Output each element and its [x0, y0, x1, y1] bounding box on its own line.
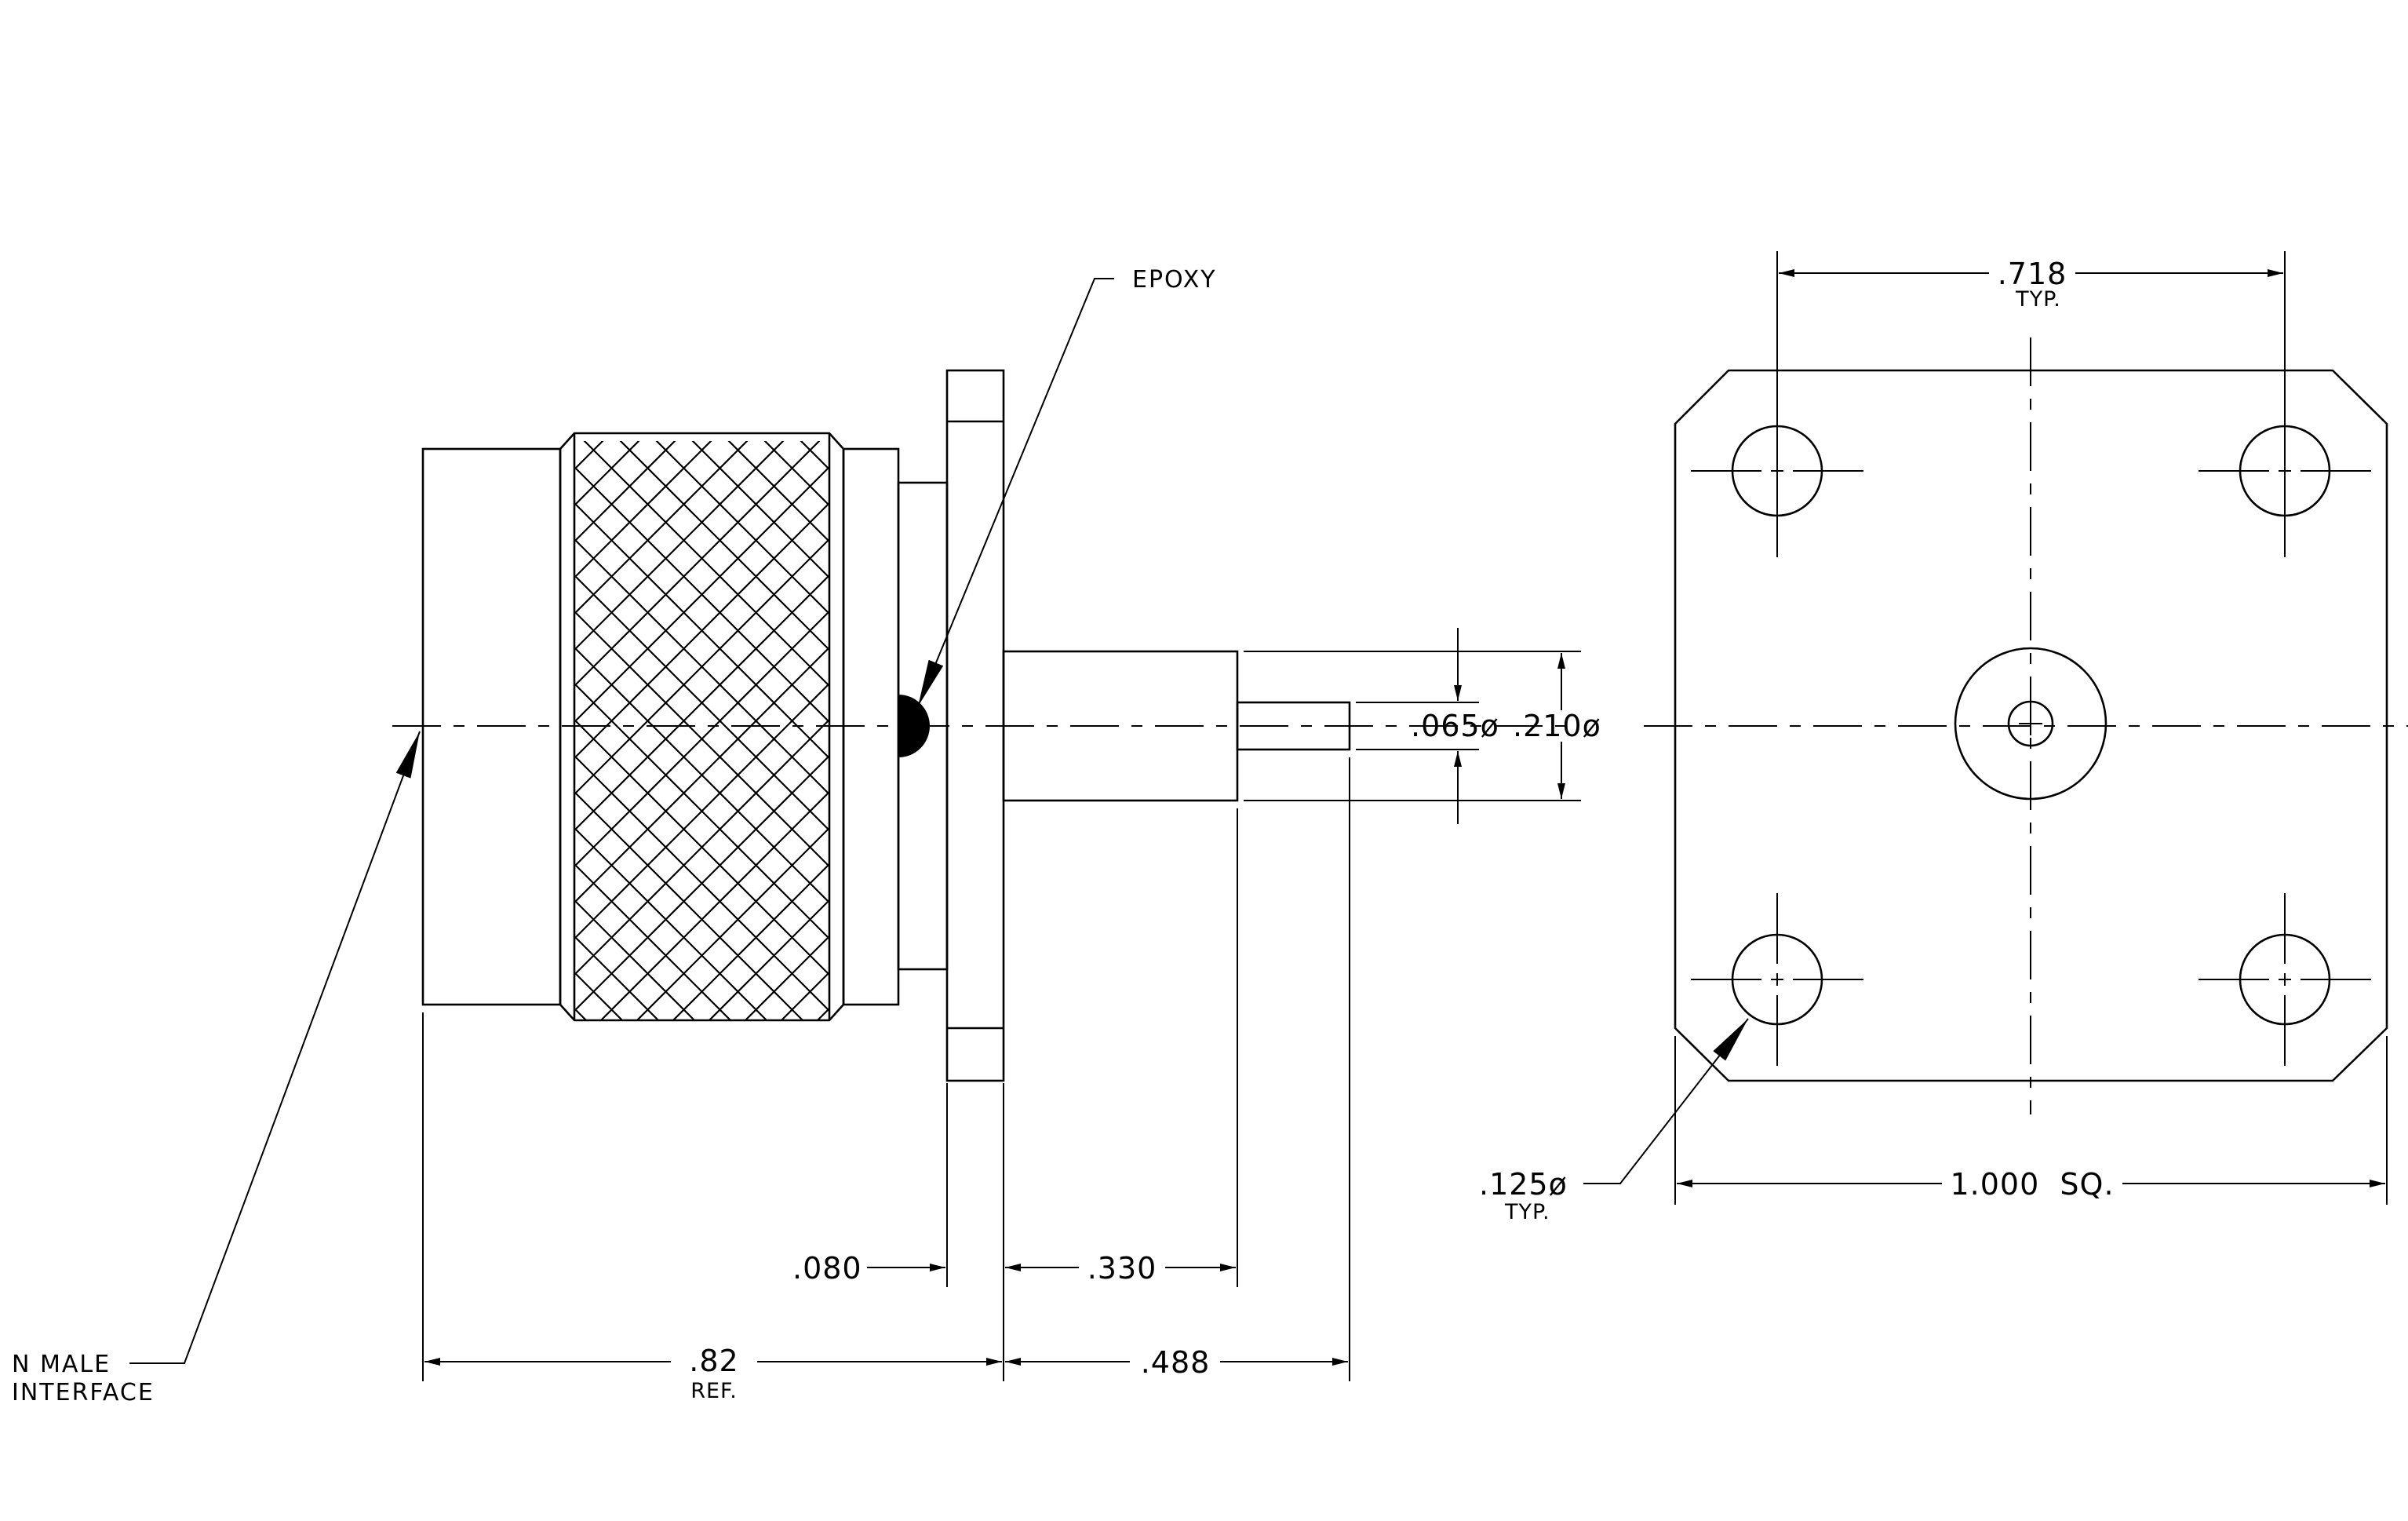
front-view	[1583, 251, 2408, 1205]
knurl-hatching	[574, 441, 829, 1020]
dim-pin-length: .488	[1141, 1345, 1211, 1380]
dim-hole-dia: .125ø	[1479, 1167, 1568, 1202]
annotations: EPOXY N MALE INTERFACE .718 TYP. .065ø .…	[12, 257, 2114, 1406]
dim-hole-spacing: .718	[1998, 257, 2067, 291]
flange-square	[1674, 369, 2388, 1082]
center-pin-ring	[2007, 700, 2054, 747]
dim-hole-dia-note: TYP.	[1504, 1200, 1550, 1224]
dim-dielectric-dia: .210ø	[1513, 709, 1601, 743]
epoxy-label: EPOXY	[1132, 266, 1217, 294]
dim-flange-size: 1.000 SQ.	[1950, 1167, 2114, 1202]
side-view	[129, 278, 1581, 1381]
dim-body-length-note: REF.	[690, 1379, 738, 1403]
center-body-ring	[1954, 647, 2107, 801]
dim-hole-spacing-note: TYP.	[2015, 287, 2061, 312]
interface-label-line2: INTERFACE	[12, 1379, 155, 1406]
dim-flange-thickness: .080	[792, 1251, 862, 1286]
dim-dielectric-length: .330	[1087, 1251, 1157, 1286]
dim-pin-dia: .065ø	[1411, 709, 1499, 743]
dim-body-length: .82	[689, 1344, 738, 1378]
interface-label-line1: N MALE	[12, 1351, 111, 1378]
